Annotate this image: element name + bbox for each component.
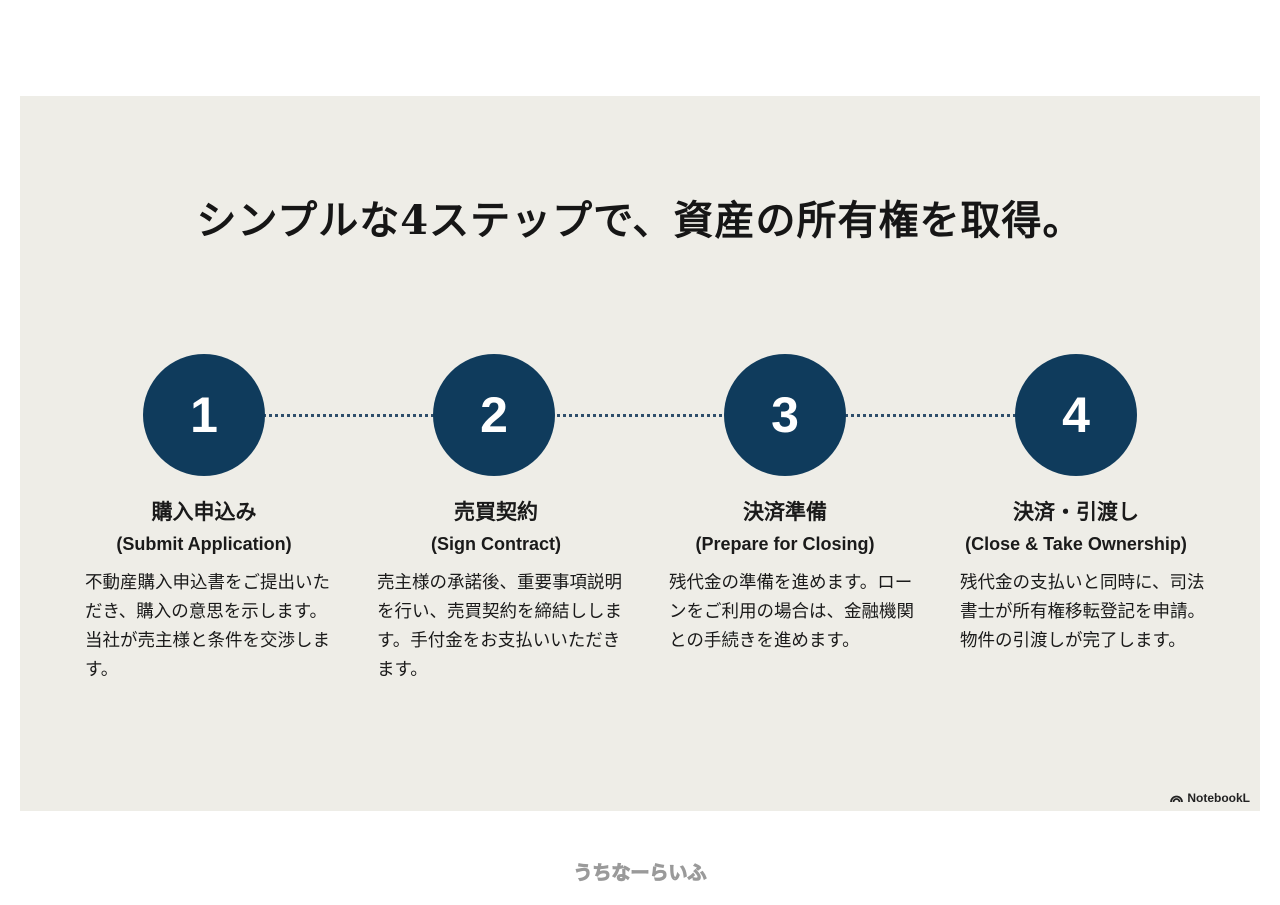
step-description: 売主様の承諾後、重要事項説明を行い、売買契約を締結しします。手付金をお支払いいた… bbox=[377, 573, 622, 680]
step-title-en: (Prepare for Closing) bbox=[695, 534, 875, 554]
logo-text: NotebookL bbox=[1187, 791, 1250, 805]
step-1-circle: 1 bbox=[143, 354, 265, 476]
dotted-connector-line bbox=[204, 414, 1076, 417]
notebooklm-icon bbox=[1170, 791, 1184, 805]
step-4: 決済・引渡し (Close & Take Ownership) 残代金の支払いと… bbox=[931, 496, 1221, 656]
step-title-jp: 決済準備 bbox=[743, 500, 827, 524]
step-2: 売買契約 (Sign Contract) 売主様の承諾後、重要事項説明を行い、売… bbox=[351, 496, 641, 685]
step-title-jp: 決済・引渡し bbox=[1013, 500, 1139, 524]
step-3: 決済準備 (Prepare for Closing) 残代金の準備を進めます。ロ… bbox=[640, 496, 930, 656]
watermark: うちなーらいふ bbox=[573, 862, 707, 885]
step-title-jp: 売買契約 bbox=[454, 500, 538, 524]
slide-title: シンプルな4ステップで、資産の所有権を取得。 bbox=[196, 197, 1084, 244]
step-description: 残代金の支払いと同時に、司法書士が所有権移転登記を申請。物件の引渡しが完了します… bbox=[960, 573, 1205, 651]
step-2-circle: 2 bbox=[433, 354, 555, 476]
step-title-en: (Submit Application) bbox=[116, 534, 292, 554]
step-title-jp: 購入申込み bbox=[151, 500, 257, 524]
step-3-circle: 3 bbox=[724, 354, 846, 476]
notebooklm-logo: NotebookL bbox=[1170, 791, 1250, 805]
step-4-circle: 4 bbox=[1015, 354, 1137, 476]
step-1: 購入申込み (Submit Application) 不動産購入申込書をご提出い… bbox=[59, 496, 349, 685]
step-description: 残代金の準備を進めます。ローンをご利用の場合は、金融機関との手続きを進めます。 bbox=[669, 573, 914, 651]
step-description: 不動産購入申込書をご提出いただき、購入の意思を示します。当社が売主様と条件を交渉… bbox=[85, 573, 330, 680]
step-title-en: (Close & Take Ownership) bbox=[965, 534, 1187, 554]
slide: シンプルな4ステップで、資産の所有権を取得。 1 2 3 4 購入申込み (Su… bbox=[20, 96, 1260, 811]
step-title-en: (Sign Contract) bbox=[431, 534, 561, 554]
